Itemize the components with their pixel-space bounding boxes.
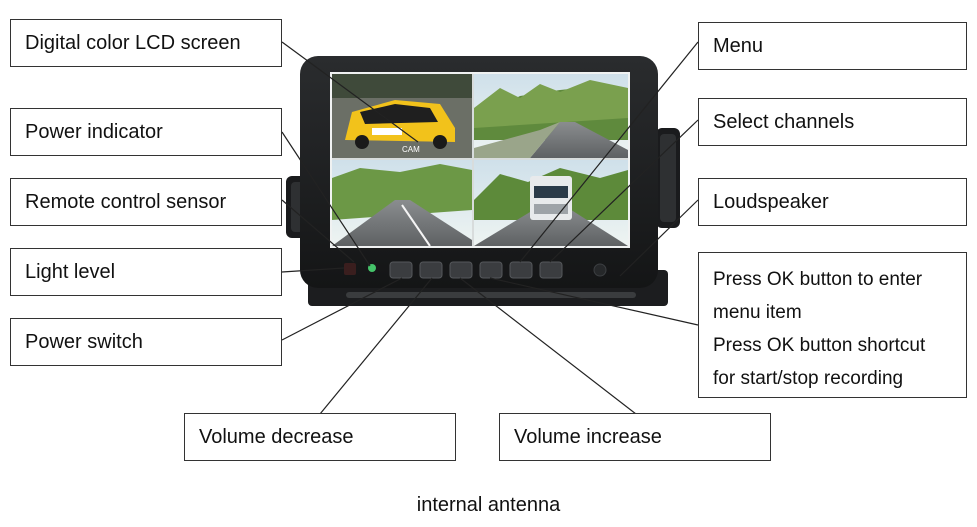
callout-select-channels: Select channels [698, 98, 967, 146]
callout-menu: Menu [698, 22, 967, 70]
callout-menu-label: Menu [713, 35, 764, 57]
power-switch-button[interactable] [389, 261, 413, 279]
callout-ok-line-2: menu item [713, 302, 802, 323]
callout-ok-button: Press OK button to enter menu item Press… [698, 252, 967, 398]
screen-quad-car: CAM [332, 74, 472, 158]
screen-quad-truck [474, 160, 628, 246]
screen-quad-road-top [474, 74, 628, 158]
loudspeaker-grille [593, 263, 607, 277]
callout-power-switch-label: Power switch [25, 331, 143, 353]
select-channels-button[interactable] [539, 261, 563, 279]
power-indicator-led [368, 264, 376, 272]
volume-decrease-button[interactable] [419, 261, 443, 279]
menu-button[interactable] [509, 261, 533, 279]
front-panel [344, 261, 607, 279]
light-sensor [344, 263, 356, 275]
side-knob-right [656, 128, 680, 228]
screen-quad-road-bottom [332, 160, 472, 247]
callout-ok-line-1: Press OK button to enter [713, 269, 923, 290]
ok-button[interactable] [449, 261, 473, 279]
callout-light-level-label: Light level [25, 261, 116, 283]
callout-volume-decrease: Volume decrease [184, 413, 456, 461]
callout-loudspeaker: Loudspeaker [698, 178, 967, 226]
volume-increase-button[interactable] [479, 261, 503, 279]
callout-volume-increase-label: Volume increase [514, 426, 662, 448]
callout-ok-line-3: Press OK button shortcut [713, 335, 926, 356]
callout-remote-sensor: Remote control sensor [10, 178, 282, 226]
screen-cam-label: CAM [402, 145, 420, 154]
callout-lcd-screen: Digital color LCD screen [10, 19, 282, 67]
callout-volume-decrease-label: Volume decrease [199, 426, 354, 448]
callout-lcd-screen-label: Digital color LCD screen [25, 32, 241, 54]
callout-select-channels-label: Select channels [713, 111, 855, 133]
lcd-screen: CAM [330, 72, 630, 248]
callout-remote-sensor-label: Remote control sensor [25, 191, 227, 213]
callout-power-indicator: Power indicator [10, 108, 282, 156]
callout-power-switch: Power switch [10, 318, 282, 366]
callout-power-indicator-label: Power indicator [25, 121, 163, 143]
callout-ok-line-4: for start/stop recording [713, 368, 904, 389]
callout-loudspeaker-label: Loudspeaker [713, 191, 829, 213]
callout-volume-increase: Volume increase [499, 413, 771, 461]
caption-internal-antenna: internal antenna [416, 494, 561, 516]
callout-light-level: Light level [10, 248, 282, 296]
